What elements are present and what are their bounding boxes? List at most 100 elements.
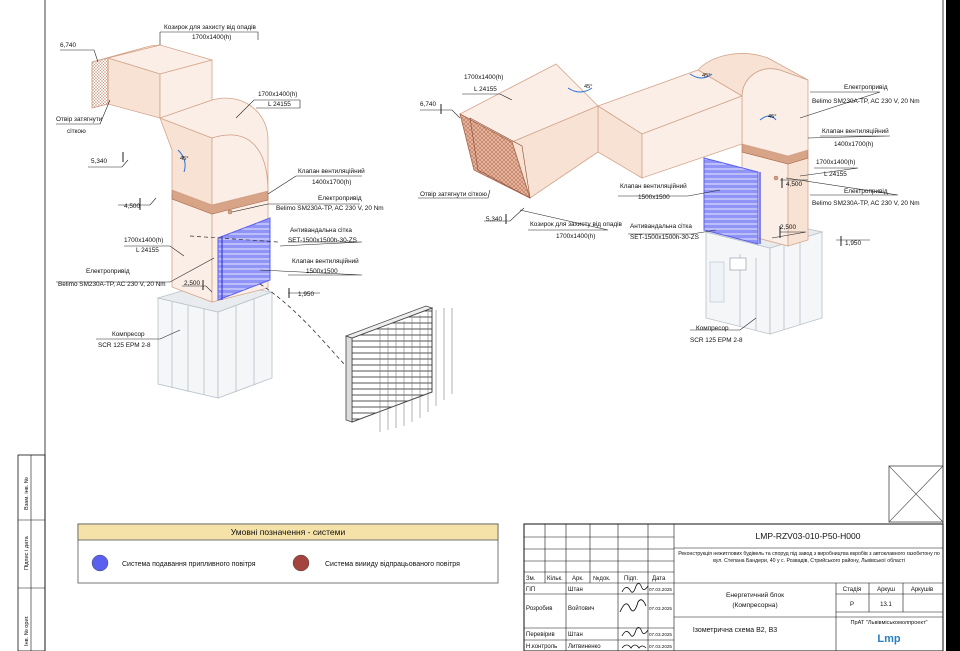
right-angle3: 45° [768,114,776,120]
left-duct2-length: L 24155 [136,247,159,254]
side-stamp: Інв. № ориг. Підпис і дата Взам. інв. № [17,454,46,651]
signature-2 [619,599,647,613]
left-actuator-spec: Belimo SM230A-TP, AC 230 V, 20 Nm [276,205,384,212]
left-hood-label: Козирок для захисту від опадів [164,23,257,31]
legend-title: Умовні позначення - системи [231,527,346,537]
left-duct-size: 1700x1400(h) [258,91,297,98]
right-actuator-label: Електропривід [844,83,888,91]
company-logo: Lmp [877,633,901,645]
tb-col-zm: Зм. [526,576,536,582]
left-callout-lines [56,31,363,340]
legend-exhaust-label: Система виииду відпрацьованого повітря [325,560,460,568]
left-actuator2-label: Електропривід [86,267,130,275]
right-hood-frame [469,117,531,199]
right-elev-5340: 5,340 [486,216,502,223]
left-hood-size: 1700x1400(h) [192,34,231,41]
left-angle-arc [177,149,186,173]
right-angle1: 45° [584,84,592,90]
tb-sheets-h: Аркушів [911,587,933,593]
signature-1 [621,583,649,593]
tb-col-kilk: Кільк. [547,576,563,582]
right-angle-arc-2 [689,73,713,79]
right-isometric-view: 45° 45° 45° [418,53,920,344]
right-grille-label: Антивандальна сітка [630,222,692,230]
empty-stamp-box [888,465,944,523]
left-compressor-label: Компресор [112,331,145,338]
right-compressor-panel [729,257,747,271]
tb-row4-name: Литвиненко [568,644,601,650]
tb-row1-date: 07.03.2025 [649,587,672,592]
right-compressor-model: SCR 125 EPM 2-8 [690,337,743,344]
left-elev-1950: 1,950 [298,291,314,298]
tb-stage: Р [850,602,854,608]
left-actuator2-spec: Belimo SM230A-TP, AC 230 V, 20 Nm [58,281,166,288]
tb-col-ark: Арк. [572,576,584,582]
legend-supply-swatch [91,554,109,572]
right-elev-2500: 2,500 [780,224,796,231]
tb-company: ПрАТ "Львівміськомолпроект" [850,620,927,626]
left-grille-spec: SET-1500x1500h-30-ZS [288,237,357,244]
left-damper-label: Клапан вентиляційний [298,167,365,175]
right-angle-arc-3 [759,115,777,121]
legend: Умовні позначення - системи Система пода… [77,523,499,584]
side-stamp-replace-no: Взам. інв. № [24,477,30,510]
tb-row4-date: 07.03.2025 [649,644,672,649]
right-actuator-spec: Belimo SM230A-TP, AC 230 V, 20 Nm [812,98,920,105]
detail-grille [344,305,453,432]
left-elev-top: 6,740 [60,42,76,49]
tb-row2-date: 07.03.2025 [649,606,672,611]
tb-row2-name: Войтович [568,605,594,612]
title-block: Зм. Кільк. Арк. №док. Підп. Дата ГІП Шта… [523,523,944,651]
left-duct2-size: 1700x1400(h) [124,237,163,244]
right-actuator2-spec: Belimo SM230A-TP, AC 230 V, 20 Nm [812,200,920,207]
left-damper2-label: Клапан вентиляційний [292,257,359,265]
right-elbow [741,68,809,157]
right-elbow-top [697,53,809,97]
left-detail-callout-line [259,283,349,369]
left-actuator-label: Електропривід [318,194,362,202]
legend-supply-label: Система подавання припливного повітря [122,560,256,568]
left-elev-4500: 4,500 [124,203,140,210]
right-vertical-duct-side [787,157,809,247]
right-callout-lines [418,91,899,331]
left-compressor-model: SCR 125 EPM 2-8 [98,342,151,349]
tb-sheet-h: Аркуш [877,587,895,593]
left-elev-5340: 5,340 [91,158,107,165]
right-elev-1950: 1,950 [845,240,861,247]
tb-block-name-2: (Компресорна) [732,602,777,609]
left-isometric-view: 45° [56,23,453,432]
tb-row3-name: Штан [568,632,583,638]
left-opening-label-1: Отвір затягнути [56,115,103,123]
tb-row1-name: Штан [568,587,583,593]
left-angle-label: 45° [180,156,188,162]
tb-sheet: 13.1 [880,602,892,608]
left-actuator-dot [227,209,233,215]
right-grille-spec: SET-1500x1500h-30-ZS [630,234,699,241]
tb-stage-h: Стадія [843,587,861,593]
side-stamp-sign-date: Підпис і дата [24,535,30,570]
right-duct-length: L 24155 [474,86,497,93]
tb-row3-role: Перевірив [526,632,555,638]
right-elev-top: 6,740 [420,101,436,108]
left-elev-2500: 2,500 [184,280,200,287]
left-opening-label-2: сіткою [67,127,86,135]
right-elev-4500: 4,500 [786,181,802,188]
tb-col-date: Дата [652,576,666,582]
right-hood-label: Козирок для захисту від опадів [530,220,623,228]
legend-exhaust-swatch [292,554,310,572]
right-opening-label: Отвір затягнути сіткою [420,190,487,198]
tb-row2-role: Розробив [526,606,552,612]
right-angle2: 45° [702,73,710,79]
right-damper2-size: 1500x1500 [638,194,670,201]
right-compressor-label: Компресор [696,325,729,332]
right-duct2-size: 1700x1400(h) [816,159,855,166]
tb-col-nodoc: №док. [593,575,611,582]
left-supply-grille [217,217,271,301]
left-damper2-size: 1500x1500 [306,268,338,275]
signature-3 [621,627,649,637]
right-duct2-length: L 24155 [824,171,847,178]
right-damper-size: 1400x1700(h) [834,141,873,148]
right-actuator-dot [773,175,779,181]
right-supply-grille [703,157,759,245]
